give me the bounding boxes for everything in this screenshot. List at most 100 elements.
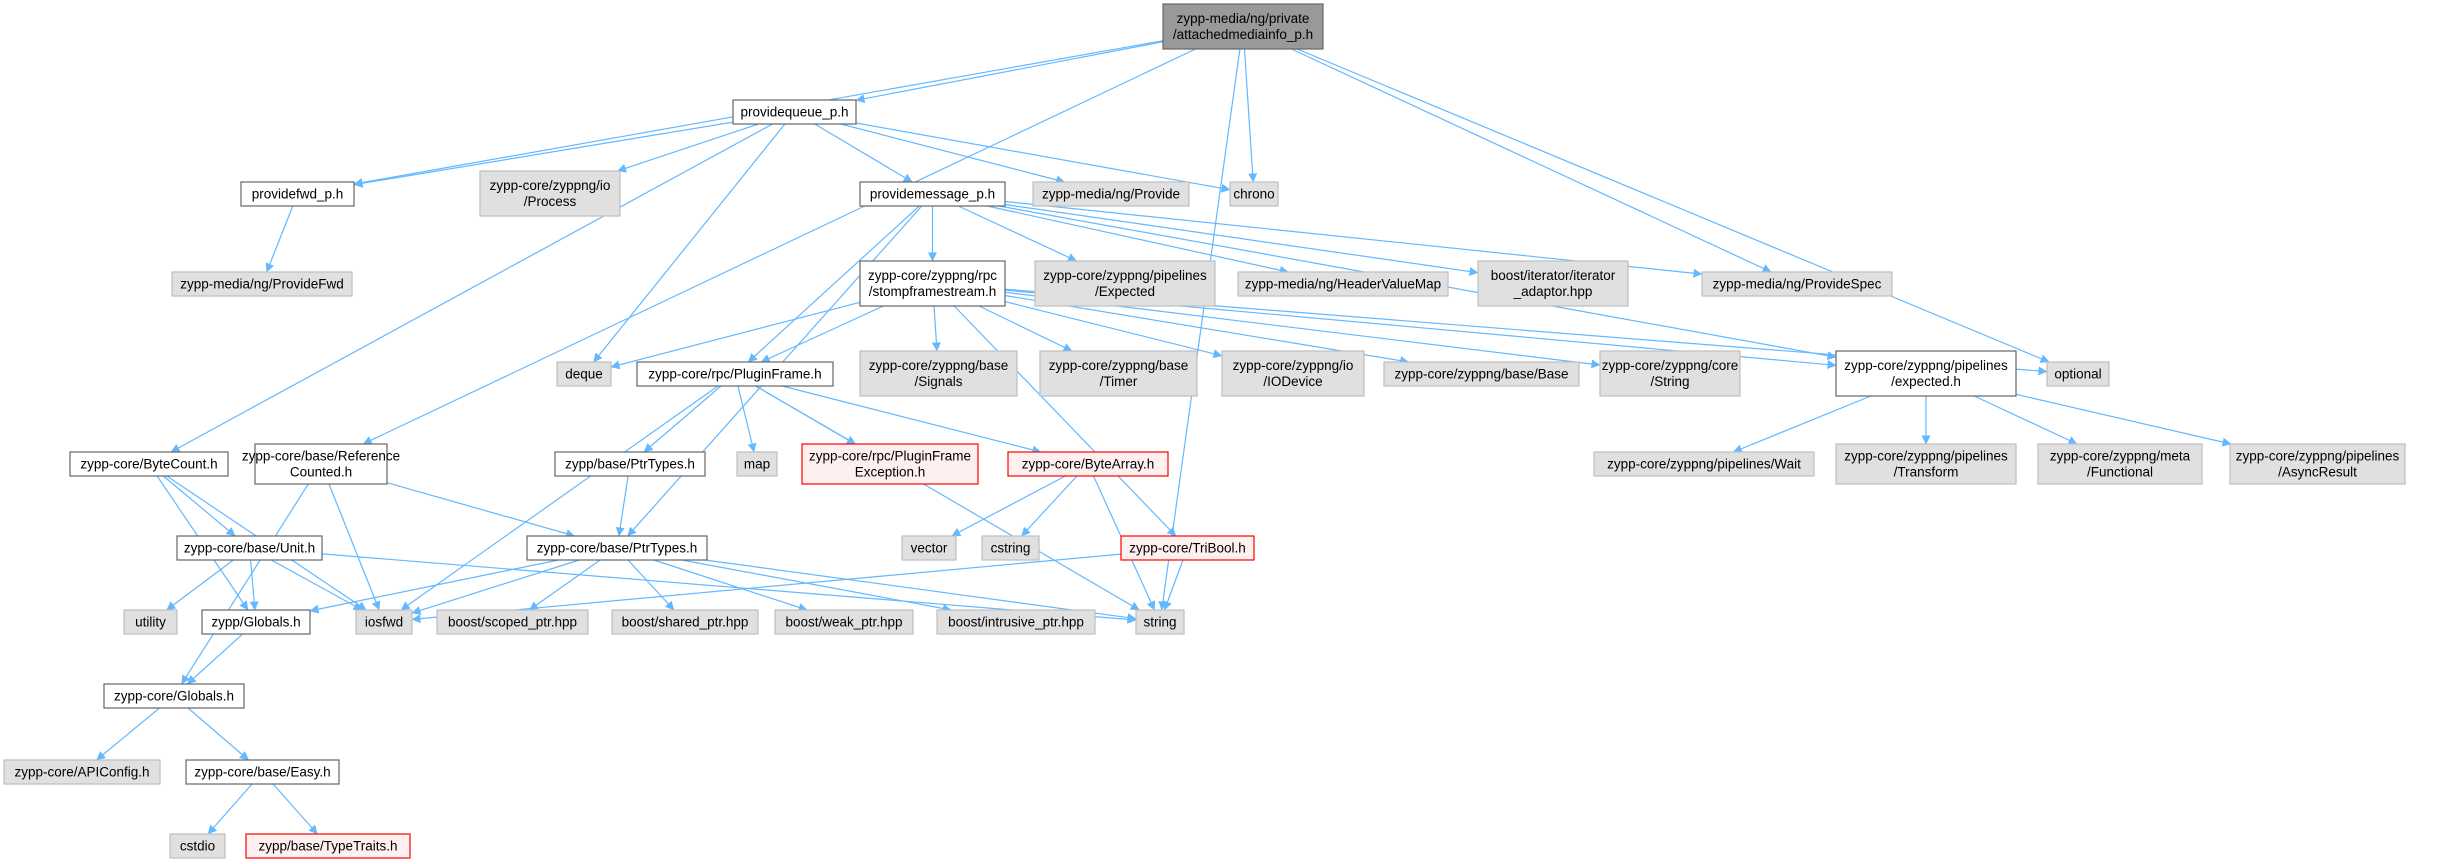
edge-providemessage-to-pluginframe (747, 205, 920, 363)
node-label-transform: /Transform (1894, 465, 1959, 480)
edge-providemessage-to-headervaluemap (987, 205, 1289, 275)
node-label-pluginframe: zypp-core/rpc/PluginFrame.h (648, 367, 821, 382)
node-box-iosfwd (355, 609, 413, 635)
node-asyncresult: zypp-core/zyppng/pipelines/AsyncResult (2229, 443, 2406, 485)
node-label-deque: deque (565, 367, 603, 382)
node-cstdio: cstdio (169, 833, 226, 859)
edge-providequeue-to-bytecount (170, 123, 773, 453)
node-providequeue[interactable]: providequeue_p.h (732, 99, 857, 125)
node-box-iterator (1477, 260, 1629, 307)
node-label-core_ptrtypes: zypp-core/base/PtrTypes.h (537, 541, 698, 556)
node-label-expected_h: /expected.h (1891, 374, 1961, 389)
node-label-typetraits: zypp/base/TypeTraits.h (258, 839, 397, 854)
node-label-timer: zypp-core/zyppng/base (1049, 358, 1189, 373)
node-label-process: zypp-core/zyppng/io (490, 178, 611, 193)
node-box-corestring (1599, 350, 1741, 397)
edge-tribool-to-string (1163, 559, 1184, 611)
node-label-chrono: chrono (1233, 187, 1274, 202)
edge-bytearray-to-vector (951, 475, 1066, 537)
node-core_ptrtypes[interactable]: zypp-core/base/PtrTypes.h (526, 535, 708, 561)
node-box-unit (176, 535, 323, 561)
node-box-core_globals (103, 683, 245, 709)
node-label-providefwd_h: zypp-media/ng/ProvideFwd (180, 277, 344, 292)
node-pluginframe[interactable]: zypp-core/rpc/PluginFrame.h (636, 361, 834, 387)
edge-core_ptrtypes-to-weak (653, 559, 808, 612)
node-typetraits[interactable]: zypp/base/TypeTraits.h (245, 833, 411, 859)
node-box-process (479, 170, 621, 217)
node-box-stomp (859, 260, 1006, 307)
node-box-asyncresult (2229, 443, 2406, 485)
node-iodevice: zypp-core/zyppng/io/IODevice (1221, 350, 1365, 397)
node-label-bytecount: zypp-core/ByteCount.h (80, 457, 217, 472)
node-box-refcounted (254, 443, 388, 485)
node-label-stomp: /stompframestream.h (869, 284, 997, 299)
node-label-expected_h: zypp-core/zyppng/pipelines (1844, 358, 2008, 373)
node-providefwd[interactable]: providefwd_p.h (240, 181, 355, 207)
edge-unit-to-iosfwd (271, 559, 363, 611)
node-box-expected_sys (1034, 260, 1216, 307)
node-bytearray[interactable]: zypp-core/ByteArray.h (1007, 451, 1169, 477)
node-unit[interactable]: zypp-core/base/Unit.h (176, 535, 323, 561)
node-headervaluemap: zypp-media/ng/HeaderValueMap (1237, 271, 1449, 297)
node-label-expected_sys: /Expected (1095, 284, 1155, 299)
node-easy[interactable]: zypp-core/base/Easy.h (185, 759, 340, 785)
node-label-intrusive: boost/intrusive_ptr.hpp (948, 615, 1084, 630)
node-label-base: zypp-core/zyppng/base/Base (1394, 367, 1568, 382)
node-process: zypp-core/zyppng/io/Process (479, 170, 621, 217)
node-label-iodevice: zypp-core/zyppng/io (1233, 358, 1354, 373)
edge-core_ptrtypes-to-shared (627, 559, 675, 611)
node-box-providequeue (732, 99, 857, 125)
edge-bytecount-to-unit (163, 475, 236, 537)
node-label-shared: boost/shared_ptr.hpp (622, 615, 749, 630)
node-label-core_globals: zypp-core/Globals.h (114, 689, 234, 704)
node-box-iodevice (1221, 350, 1365, 397)
node-box-providespec (1701, 271, 1893, 297)
node-core_globals[interactable]: zypp-core/Globals.h (103, 683, 245, 709)
node-label-refcounted: Counted.h (290, 465, 352, 480)
edge-refcounted-to-core_ptrtypes (386, 482, 576, 538)
edge-stomp-to-timer (978, 305, 1073, 352)
node-apiconfig: zypp-core/APIConfig.h (3, 759, 161, 785)
node-label-expected_sys: zypp-core/zyppng/pipelines (1043, 268, 1207, 283)
node-tribool[interactable]: zypp-core/TriBool.h (1120, 535, 1255, 561)
node-map: map (736, 451, 778, 477)
node-box-utility (123, 609, 178, 635)
node-label-corestring: zypp-core/zyppng/core (1602, 358, 1739, 373)
edge-expected_h-to-functional (1973, 395, 2078, 445)
node-label-timer: /Timer (1100, 374, 1138, 389)
node-zypp_globals[interactable]: zypp/Globals.h (201, 609, 311, 635)
node-deque: deque (556, 361, 612, 387)
edge-root-to-refcounted (362, 48, 1196, 445)
node-bytecount[interactable]: zypp-core/ByteCount.h (69, 451, 229, 477)
node-zypp_ptrtypes[interactable]: zypp/base/PtrTypes.h (554, 451, 706, 477)
node-box-headervaluemap (1237, 271, 1449, 297)
node-timer: zypp-core/zyppng/base/Timer (1039, 350, 1198, 397)
edge-unit-to-utility (166, 559, 234, 611)
node-providemessage[interactable]: providemessage_p.h (859, 181, 1006, 207)
edge-pluginframe-to-string (755, 385, 1140, 611)
node-label-bytearray: zypp-core/ByteArray.h (1022, 457, 1155, 472)
node-box-expected_h (1835, 350, 2017, 397)
node-iosfwd: iosfwd (355, 609, 413, 635)
node-root[interactable]: zypp-media/ng/private/attachedmediainfo_… (1162, 3, 1324, 50)
node-label-stomp: zypp-core/zyppng/rpc (868, 268, 997, 283)
edge-core_globals-to-easy (187, 707, 249, 761)
edge-layer (96, 40, 2232, 835)
edge-stomp-to-deque (610, 301, 861, 370)
node-stomp[interactable]: zypp-core/zyppng/rpc/stompframestream.h (859, 260, 1006, 307)
node-label-signals: zypp-core/zyppng/base (869, 358, 1009, 373)
node-box-apiconfig (3, 759, 161, 785)
node-box-map (736, 451, 778, 477)
node-label-string: string (1143, 615, 1176, 630)
node-label-process: /Process (524, 194, 577, 209)
edge-providequeue-to-providefwd (353, 121, 734, 188)
edge-easy-to-typetraits (272, 783, 318, 835)
node-transform: zypp-core/zyppng/pipelines/Transform (1835, 443, 2017, 485)
node-label-weak: boost/weak_ptr.hpp (785, 615, 902, 630)
node-label-apiconfig: zypp-core/APIConfig.h (14, 765, 149, 780)
node-label-cstdio: cstdio (180, 839, 215, 854)
node-vector: vector (901, 535, 957, 561)
node-expected_h[interactable]: zypp-core/zyppng/pipelines/expected.h (1835, 350, 2017, 397)
